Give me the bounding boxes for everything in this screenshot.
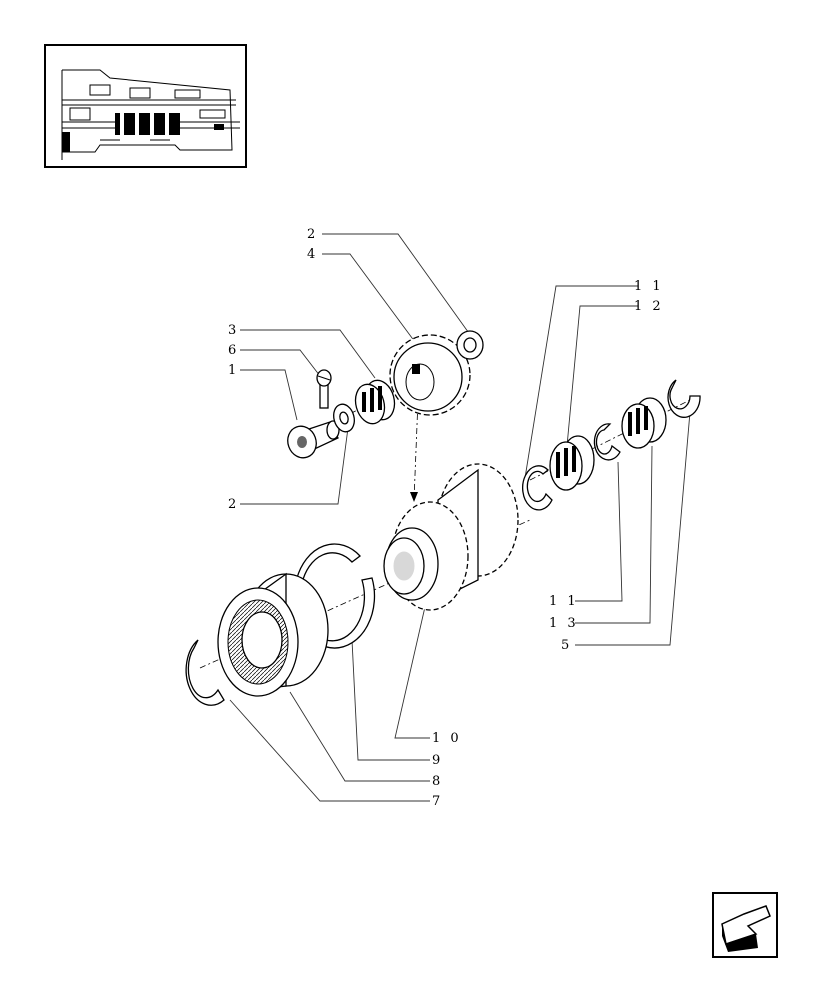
leader-lines xyxy=(229,233,691,802)
part-3-bearing xyxy=(354,379,396,425)
callout-9: 9 xyxy=(432,753,443,768)
callout-7: 7 xyxy=(432,794,443,809)
part-6-screw xyxy=(316,369,332,409)
callout-8: 8 xyxy=(432,774,443,789)
callout-10: 1 0 xyxy=(432,731,462,746)
callout-11-bottom: 1 1 xyxy=(549,594,579,609)
part-2-washer-lower xyxy=(333,403,355,433)
callout-3: 3 xyxy=(228,323,239,338)
part-13-bearing xyxy=(621,397,667,449)
callout-13: 1 3 xyxy=(549,616,579,631)
part-7-snap-ring xyxy=(185,639,225,706)
callout-4: 4 xyxy=(307,247,318,262)
part-11-snap-ring-lower xyxy=(593,423,621,461)
part-12-bearing xyxy=(549,435,595,491)
back-arrow-icon[interactable] xyxy=(712,892,778,958)
part-8-ball-bearing xyxy=(217,572,329,697)
part-4-gear xyxy=(389,334,471,416)
part-10-cluster-gear xyxy=(383,463,519,611)
callouts: 2 4 3 6 1 2 1 1 1 2 1 1 1 3 5 1 0 9 8 7 xyxy=(228,227,664,809)
callout-5: 5 xyxy=(561,638,572,653)
part-11-snap-ring-upper xyxy=(522,465,553,511)
callout-12: 1 2 xyxy=(634,299,664,314)
part-5-snap-ring xyxy=(667,379,701,418)
callout-6: 6 xyxy=(228,343,239,358)
part-1-pin xyxy=(287,420,340,459)
transmission-thumbnail xyxy=(44,44,247,168)
callout-2-bottom: 2 xyxy=(228,497,239,512)
callout-11-top: 1 1 xyxy=(634,279,664,294)
part-2-washer-upper xyxy=(456,330,484,360)
callout-2-top: 2 xyxy=(307,227,318,242)
callout-1: 1 xyxy=(228,363,239,378)
